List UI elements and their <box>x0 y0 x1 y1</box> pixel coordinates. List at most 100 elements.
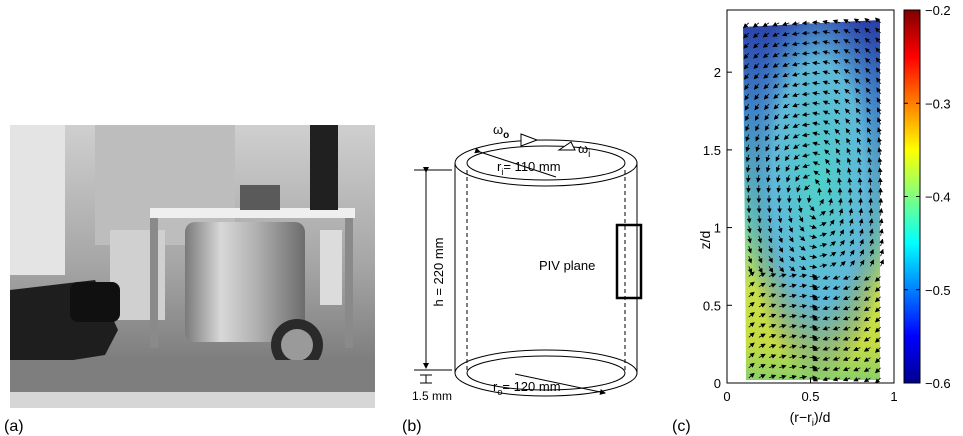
velocity-vector <box>834 128 841 135</box>
velocity-vector <box>787 215 793 224</box>
velocity-vector <box>794 164 800 171</box>
velocity-vector <box>874 357 881 364</box>
velocity-vector <box>876 87 882 95</box>
velocity-vector <box>865 57 871 64</box>
velocity-vector <box>854 68 861 74</box>
velocity-vector <box>802 153 810 158</box>
velocity-vector <box>809 234 818 239</box>
velocity-vector <box>877 117 882 125</box>
velocity-vector <box>859 249 864 257</box>
velocity-vector <box>793 144 800 150</box>
velocity-vector <box>748 312 755 318</box>
velocity-vector <box>859 259 865 267</box>
velocity-vector <box>754 93 760 101</box>
velocity-vector <box>782 31 790 37</box>
velocity-vector <box>839 250 846 257</box>
velocity-vector <box>746 215 752 224</box>
velocity-vector <box>848 207 854 216</box>
velocity-vector <box>864 27 871 34</box>
velocity-vector <box>853 377 861 382</box>
velocity-vector <box>772 73 780 79</box>
velocity-vector <box>803 184 810 191</box>
velocity-vector <box>812 91 820 96</box>
velocity-vector <box>791 51 800 57</box>
x-tick-label: 1 <box>890 389 897 404</box>
velocity-vector <box>812 141 820 147</box>
velocity-vector <box>777 225 783 234</box>
velocity-vector <box>809 254 818 260</box>
velocity-vector <box>865 77 871 84</box>
y-tick-label: 1.5 <box>703 143 721 158</box>
velocity-vector <box>801 61 810 67</box>
velocity-vector <box>832 305 841 311</box>
velocity-vector <box>832 336 841 341</box>
velocity-vector <box>758 293 766 298</box>
velocity-vector <box>773 93 780 99</box>
velocity-vector <box>748 271 755 277</box>
velocity-vector <box>755 144 761 152</box>
colorbar-tick-label: −0.5 <box>925 283 951 298</box>
velocity-vector <box>772 42 780 47</box>
velocity-vector <box>762 52 770 59</box>
velocity-vector <box>874 377 881 384</box>
velocity-vector <box>856 127 861 135</box>
velocity-vector <box>758 333 766 339</box>
velocity-vector <box>853 366 861 372</box>
velocity-vector <box>768 374 777 380</box>
velocity-vector <box>842 376 851 382</box>
velocity-vector <box>878 207 884 216</box>
velocity-vector <box>857 167 863 176</box>
velocity-vector <box>752 32 760 38</box>
outer-radius-label: ro= 120 mm <box>493 379 561 397</box>
velocity-vector <box>756 215 762 224</box>
velocity-vector <box>768 344 777 349</box>
velocity-vector <box>843 19 851 24</box>
velocity-vector <box>819 242 828 248</box>
velocity-vector <box>819 263 828 269</box>
velocity-vector <box>814 178 821 186</box>
velocity-vector <box>812 346 820 351</box>
velocity-vector <box>791 31 800 36</box>
velocity-vector <box>792 102 800 108</box>
velocity-vector <box>869 259 874 267</box>
velocity-vector <box>753 83 760 90</box>
velocity-vector <box>853 306 861 311</box>
velocity-vector <box>854 78 861 84</box>
velocity-vector <box>799 324 808 329</box>
velocity-vector <box>874 347 881 353</box>
velocity-vector <box>833 109 841 115</box>
velocity-vector <box>863 347 871 352</box>
velocity-vector <box>822 275 831 280</box>
velocity-vector <box>796 185 801 193</box>
velocity-vector <box>774 134 780 141</box>
velocity-vector <box>855 107 861 115</box>
velocity-vector <box>748 342 755 348</box>
velocity-vector <box>856 117 861 125</box>
velocity-vector <box>744 103 750 111</box>
omega-i-label: ωi <box>578 141 590 160</box>
velocity-vector <box>811 50 820 56</box>
velocity-vector <box>819 222 827 227</box>
velocity-vector <box>764 103 770 111</box>
velocity-vector <box>826 177 832 186</box>
velocity-vector <box>819 253 828 258</box>
velocity-vector <box>877 147 883 155</box>
velocity-vector <box>812 316 820 321</box>
velocity-vector <box>875 47 881 54</box>
velocity-vector <box>855 97 861 105</box>
velocity-vector <box>789 374 797 380</box>
velocity-vector <box>822 285 831 290</box>
velocity-vector <box>743 63 750 70</box>
velocity-vector <box>782 93 790 98</box>
velocity-vector <box>836 157 841 166</box>
velocity-vector <box>786 185 792 193</box>
velocity-vector <box>838 208 844 216</box>
piv-plane-label: PIV plane <box>539 258 595 273</box>
velocity-vector <box>829 230 836 237</box>
velocity-vector <box>832 295 841 301</box>
velocity-vector <box>782 62 790 67</box>
velocity-vector <box>812 306 820 311</box>
velocity-vector <box>765 144 770 152</box>
velocity-vector <box>849 260 855 267</box>
